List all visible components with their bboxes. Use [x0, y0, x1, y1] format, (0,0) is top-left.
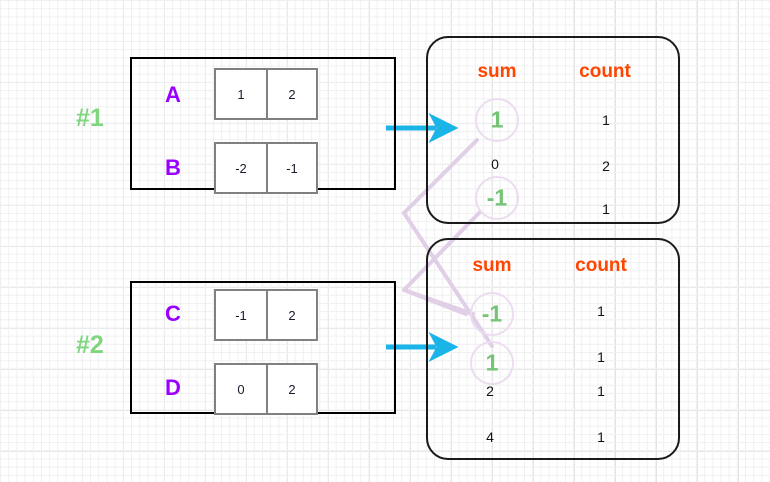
table1-sum-1: 0	[491, 156, 499, 172]
table1-sum-0: 1	[490, 106, 504, 133]
table1-count-0: 1	[602, 112, 610, 128]
table2-count-2: 1	[597, 383, 605, 399]
table2-sum-3: 4	[486, 429, 494, 445]
cell-b-1: -1	[266, 144, 316, 192]
cell-d-1: 2	[266, 365, 316, 413]
table2-count-3: 1	[597, 429, 605, 445]
value-pair-a: 1 2	[214, 68, 318, 120]
link-helper-segment	[402, 288, 468, 316]
cell-b-0: -2	[235, 160, 247, 176]
cell-a-1: 2	[266, 70, 316, 118]
table1-sum-highlight-circle-0	[475, 98, 519, 142]
table1-count-1: 2	[602, 158, 610, 174]
table1-sum-2: -1	[486, 184, 508, 211]
table2-header-sum: sum	[472, 255, 512, 276]
aggregate-table-1	[426, 36, 680, 224]
table2-sum-1: 1	[485, 349, 499, 376]
link-sum-1-top-to-sum-1-bottom	[402, 138, 494, 348]
table2-sum-highlight-circle-0	[470, 292, 514, 336]
row-letter-a: A	[165, 82, 181, 107]
value-pair-d: 0 2	[214, 363, 318, 415]
value-pair-b: -2 -1	[214, 142, 318, 194]
value-pair-c: -1 2	[214, 289, 318, 341]
group-label-2: #2	[76, 331, 104, 359]
table2-sum-0: -1	[481, 300, 503, 327]
row-letter-d: D	[165, 375, 181, 400]
row-letter-c: C	[165, 301, 181, 326]
cell-c-1: 2	[266, 291, 316, 339]
row-letter-b: B	[165, 155, 181, 180]
table2-sum-2: 2	[486, 383, 494, 399]
table1-sum-highlight-circle-2	[475, 176, 519, 220]
aggregate-table-2	[426, 238, 680, 460]
cell-d-0: 0	[237, 381, 245, 397]
table1-header-count: count	[579, 61, 631, 82]
group-label-1: #1	[76, 104, 104, 132]
table2-count-1: 1	[597, 349, 605, 365]
table1-count-2: 1	[602, 201, 610, 217]
table2-header-count: count	[575, 255, 627, 276]
table2-sum-highlight-circle-1	[470, 341, 514, 385]
cell-a-0: 1	[237, 86, 245, 102]
table2-count-0: 1	[597, 303, 605, 319]
table1-header-sum: sum	[477, 61, 517, 82]
cell-c-0: -1	[235, 307, 247, 323]
